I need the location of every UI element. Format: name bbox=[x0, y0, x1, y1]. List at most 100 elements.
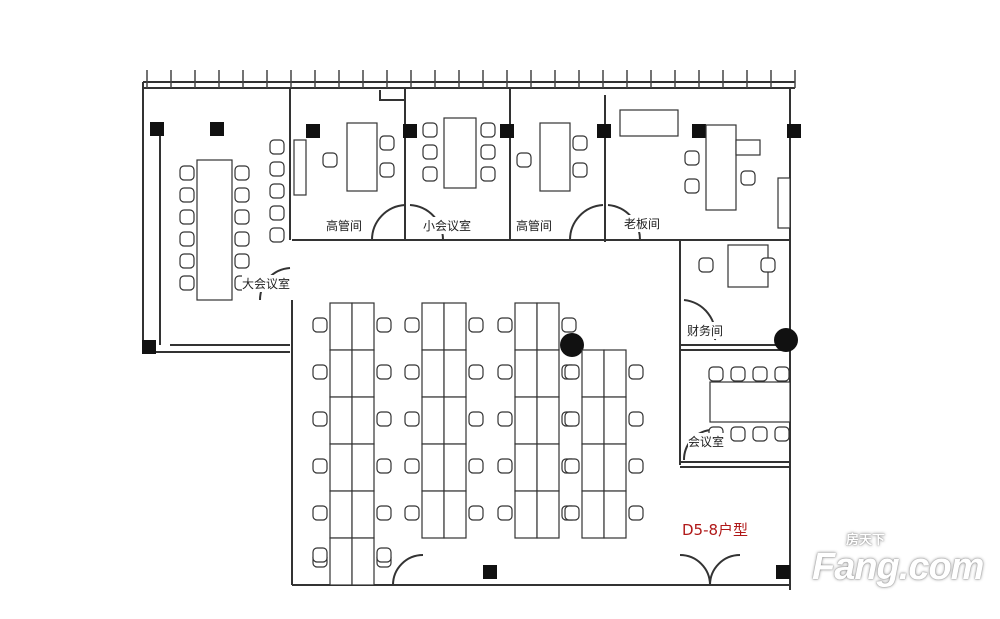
chair bbox=[684, 150, 700, 166]
desk bbox=[581, 490, 605, 539]
furniture bbox=[179, 109, 791, 586]
chair bbox=[774, 426, 790, 442]
desk bbox=[293, 139, 307, 196]
walls bbox=[142, 81, 795, 590]
desk bbox=[777, 177, 791, 229]
chair bbox=[752, 426, 768, 442]
watermark-brand: Fang.com bbox=[812, 546, 984, 588]
chair bbox=[468, 364, 484, 380]
desk bbox=[514, 349, 538, 398]
desk bbox=[329, 490, 353, 539]
column bbox=[776, 565, 790, 579]
chair bbox=[628, 411, 644, 427]
chair bbox=[480, 166, 496, 182]
chair bbox=[312, 547, 328, 563]
chair bbox=[760, 257, 776, 273]
chair bbox=[564, 411, 580, 427]
chair bbox=[404, 458, 420, 474]
watermark-brand-cn: 房天下 bbox=[846, 532, 886, 547]
chair bbox=[468, 411, 484, 427]
desk bbox=[443, 396, 467, 445]
desk bbox=[735, 139, 761, 156]
round-column bbox=[774, 328, 798, 352]
desk bbox=[421, 443, 445, 492]
column bbox=[142, 340, 156, 354]
desk bbox=[329, 443, 353, 492]
chair bbox=[179, 209, 195, 225]
desk bbox=[581, 349, 605, 398]
chair bbox=[322, 152, 338, 168]
chair bbox=[376, 364, 392, 380]
chair bbox=[564, 458, 580, 474]
desk bbox=[329, 302, 353, 351]
desk bbox=[603, 396, 627, 445]
desk bbox=[514, 396, 538, 445]
columns bbox=[142, 122, 801, 579]
chair bbox=[376, 458, 392, 474]
chair bbox=[628, 505, 644, 521]
chair bbox=[269, 205, 285, 221]
chair bbox=[404, 364, 420, 380]
desk bbox=[351, 490, 375, 539]
chair bbox=[179, 253, 195, 269]
chair bbox=[708, 366, 724, 382]
chair bbox=[564, 505, 580, 521]
desk bbox=[443, 117, 477, 189]
desk bbox=[329, 396, 353, 445]
chair bbox=[179, 165, 195, 181]
column bbox=[692, 124, 706, 138]
desk bbox=[603, 443, 627, 492]
desk bbox=[603, 349, 627, 398]
chair bbox=[269, 161, 285, 177]
chair bbox=[269, 139, 285, 155]
chair bbox=[234, 187, 250, 203]
column bbox=[500, 124, 514, 138]
desk bbox=[705, 124, 737, 211]
chair bbox=[376, 547, 392, 563]
desk bbox=[539, 122, 571, 192]
desk bbox=[351, 537, 375, 586]
chair bbox=[480, 144, 496, 160]
desk bbox=[443, 490, 467, 539]
desk bbox=[536, 443, 560, 492]
chair bbox=[497, 317, 513, 333]
chair bbox=[480, 122, 496, 138]
column bbox=[483, 565, 497, 579]
chair bbox=[497, 364, 513, 380]
column bbox=[306, 124, 320, 138]
chair bbox=[752, 366, 768, 382]
window-mullions bbox=[146, 70, 796, 88]
room-label-large-meeting: 大会议室 bbox=[242, 275, 291, 292]
chair bbox=[497, 458, 513, 474]
chair bbox=[379, 135, 395, 151]
chair bbox=[312, 317, 328, 333]
desk bbox=[536, 302, 560, 351]
desk bbox=[581, 396, 605, 445]
chair bbox=[516, 152, 532, 168]
chair bbox=[234, 165, 250, 181]
chair bbox=[179, 187, 195, 203]
desk bbox=[329, 537, 353, 586]
chair bbox=[561, 317, 577, 333]
chair bbox=[684, 178, 700, 194]
chair bbox=[269, 227, 285, 243]
chair bbox=[379, 162, 395, 178]
desk bbox=[421, 490, 445, 539]
desk bbox=[709, 381, 791, 423]
room-label-finance: 财务间 bbox=[687, 322, 724, 339]
desk bbox=[536, 396, 560, 445]
chair bbox=[628, 364, 644, 380]
desk bbox=[514, 302, 538, 351]
chair bbox=[740, 170, 756, 186]
desk bbox=[329, 349, 353, 398]
chair bbox=[404, 505, 420, 521]
chair bbox=[468, 505, 484, 521]
chair bbox=[404, 317, 420, 333]
column bbox=[403, 124, 417, 138]
chair bbox=[376, 411, 392, 427]
chair bbox=[497, 505, 513, 521]
chair bbox=[468, 458, 484, 474]
room-label-exec-office-1: 高管间 bbox=[326, 217, 363, 234]
